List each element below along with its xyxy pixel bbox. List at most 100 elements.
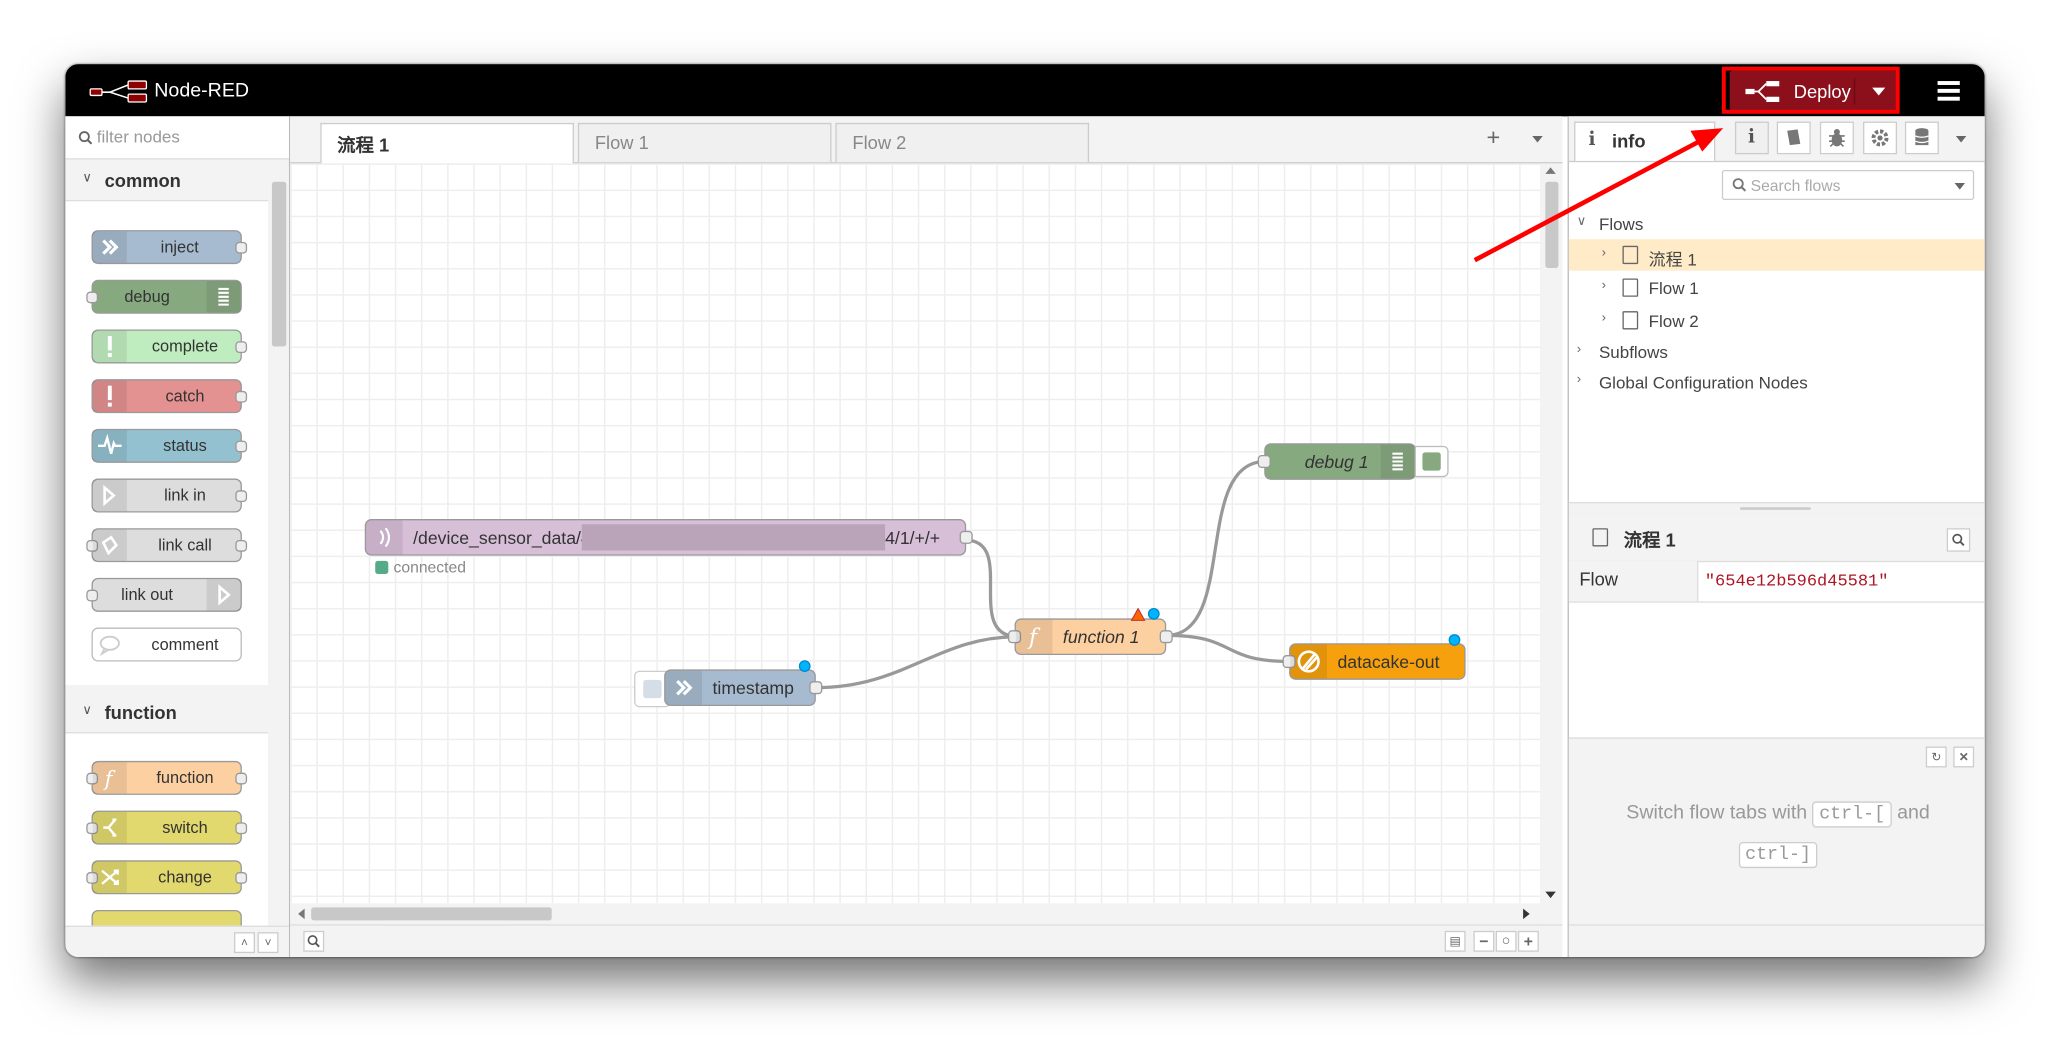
- palette-node-label: link in: [164, 486, 206, 505]
- output-port[interactable]: [959, 530, 973, 544]
- palette-node-function[interactable]: f function: [86, 760, 248, 795]
- tree-subflows[interactable]: › Subflows: [1569, 336, 1985, 367]
- input-port[interactable]: [1008, 630, 1022, 644]
- input-port: [86, 589, 99, 602]
- deploy-menu-caret-icon[interactable]: [1872, 87, 1886, 96]
- zoom-out-icon[interactable]: −: [1473, 930, 1495, 952]
- mqtt-in-node[interactable]: /device_sensor_data/4 4/1/+/+: [364, 519, 973, 556]
- palette-node-link-in[interactable]: link in: [91, 478, 248, 513]
- debug-list-icon: [1380, 444, 1415, 479]
- sidebar-menu-caret-icon[interactable]: [1955, 135, 1967, 143]
- search-icon[interactable]: [303, 930, 325, 952]
- canvas-vertical-scrollbar[interactable]: [1540, 163, 1563, 904]
- tree-global-config[interactable]: › Global Configuration Nodes: [1569, 366, 1985, 397]
- expand-all-icon[interactable]: ˅: [257, 932, 279, 954]
- tab-flow-active[interactable]: 流程 1: [320, 122, 574, 164]
- mqtt-topic-suffix: 4/1/+/+: [885, 528, 941, 548]
- mqtt-topic-prefix: /device_sensor_data/4: [413, 528, 591, 548]
- palette-node-change[interactable]: change: [86, 860, 248, 895]
- palette-footer: ˄ ˅: [65, 925, 289, 958]
- debug-toggle-button[interactable]: [1414, 445, 1449, 478]
- tab-flow-2[interactable]: Flow 2: [835, 122, 1090, 163]
- palette-filter-input[interactable]: filter nodes: [96, 126, 180, 147]
- palette-function-body: f function switch change: [65, 733, 269, 926]
- navigator-map-icon[interactable]: ▤: [1444, 930, 1466, 952]
- input-port: [86, 872, 99, 884]
- tab-menu-caret-icon[interactable]: [1532, 135, 1543, 143]
- wires: [815, 459, 1291, 690]
- search-flows-placeholder: Search flows: [1750, 176, 1841, 195]
- switch-icon: [92, 811, 127, 844]
- palette-node-status[interactable]: status: [91, 428, 248, 463]
- redacted-block: [581, 524, 886, 551]
- input-port: [86, 539, 99, 552]
- help-book-icon[interactable]: [1776, 121, 1811, 155]
- database-icon[interactable]: [1904, 121, 1939, 155]
- collapse-all-icon[interactable]: ˄: [234, 932, 255, 954]
- function-node[interactable]: f function 1: [1008, 618, 1173, 656]
- exclamation-icon: [92, 330, 127, 363]
- output-port[interactable]: [809, 681, 823, 695]
- tree-label: 流程 1: [1648, 249, 1697, 270]
- palette-node-label: debug: [124, 287, 170, 306]
- tree-flow-item[interactable]: › Flow 2: [1569, 305, 1985, 336]
- link-call-icon: [92, 529, 127, 561]
- zoom-in-icon[interactable]: +: [1517, 930, 1539, 952]
- tree-flow-item[interactable]: › 流程 1: [1568, 239, 1985, 271]
- palette-node-comment[interactable]: comment: [91, 627, 242, 662]
- palette-node-inject[interactable]: inject: [91, 230, 248, 265]
- add-flow-icon[interactable]: +: [1486, 124, 1501, 151]
- tree-label: Flows: [1598, 214, 1644, 235]
- input-port[interactable]: [1257, 454, 1271, 469]
- palette-category-function[interactable]: ∨ function: [65, 692, 269, 734]
- app-title: Node-RED: [154, 79, 250, 102]
- input-port: [86, 772, 99, 785]
- link-in-icon: [92, 479, 127, 512]
- tab-flow-1[interactable]: Flow 1: [577, 122, 832, 163]
- main-menu-icon[interactable]: [1937, 81, 1960, 105]
- refresh-icon[interactable]: ↻: [1925, 746, 1947, 768]
- sidebar-tab-label: info: [1612, 130, 1646, 152]
- palette-node-debug[interactable]: debug: [86, 279, 242, 314]
- palette-category-common[interactable]: ∨ common: [65, 160, 269, 202]
- palette-node-complete[interactable]: complete: [91, 329, 248, 364]
- properties-title: 流程 1: [1623, 529, 1676, 551]
- function-f-icon: f: [92, 762, 127, 794]
- output-port[interactable]: [1159, 630, 1173, 644]
- gear-icon[interactable]: [1863, 121, 1898, 155]
- exclamation-icon: [92, 380, 127, 412]
- zoom-reset-icon[interactable]: ○: [1495, 930, 1517, 952]
- palette-filter[interactable]: filter nodes: [65, 116, 289, 160]
- palette-node-switch[interactable]: switch: [86, 810, 248, 845]
- palette-scrollbar[interactable]: [269, 166, 289, 925]
- palette-node-partial[interactable]: [91, 909, 242, 926]
- category-label: common: [104, 169, 181, 191]
- search-flows-input[interactable]: Search flows: [1721, 169, 1975, 201]
- property-row: Flow "654e12b596d45581": [1568, 560, 1985, 603]
- tree-flow-item[interactable]: › Flow 1: [1569, 272, 1985, 303]
- datacake-logo-icon: [1290, 644, 1328, 679]
- palette-node-label: status: [163, 436, 207, 455]
- palette-node-link-call[interactable]: link call: [86, 528, 248, 563]
- debug-node[interactable]: debug 1: [1257, 443, 1416, 480]
- datacake-out-node[interactable]: datacake-out: [1282, 643, 1466, 680]
- info-icon[interactable]: i: [1734, 121, 1769, 155]
- flow-icon: [1622, 245, 1639, 265]
- canvas-horizontal-scrollbar[interactable]: [290, 903, 1541, 925]
- palette-node-link-out[interactable]: link out: [86, 577, 242, 612]
- tree-flows[interactable]: ∨ Flows: [1569, 208, 1985, 239]
- debug-bug-icon[interactable]: [1819, 121, 1854, 155]
- sidebar-tab-info[interactable]: i info: [1574, 121, 1716, 161]
- flow-canvas[interactable]: /device_sensor_data/4 4/1/+/+ connected …: [290, 163, 1541, 904]
- palette-node-catch[interactable]: catch: [91, 379, 248, 414]
- timestamp-node[interactable]: timestamp: [664, 669, 823, 706]
- input-port[interactable]: [1282, 655, 1296, 669]
- search-icon[interactable]: [1946, 528, 1971, 552]
- close-icon[interactable]: ✕: [1953, 746, 1975, 768]
- deploy-button[interactable]: Deploy: [1729, 70, 1898, 113]
- changed-indicator-icon: [1147, 607, 1160, 620]
- input-port: [86, 822, 99, 835]
- warning-triangle-icon: [1130, 607, 1146, 621]
- search-options-caret-icon[interactable]: [1954, 183, 1966, 190]
- flow-icon: [1592, 528, 1609, 547]
